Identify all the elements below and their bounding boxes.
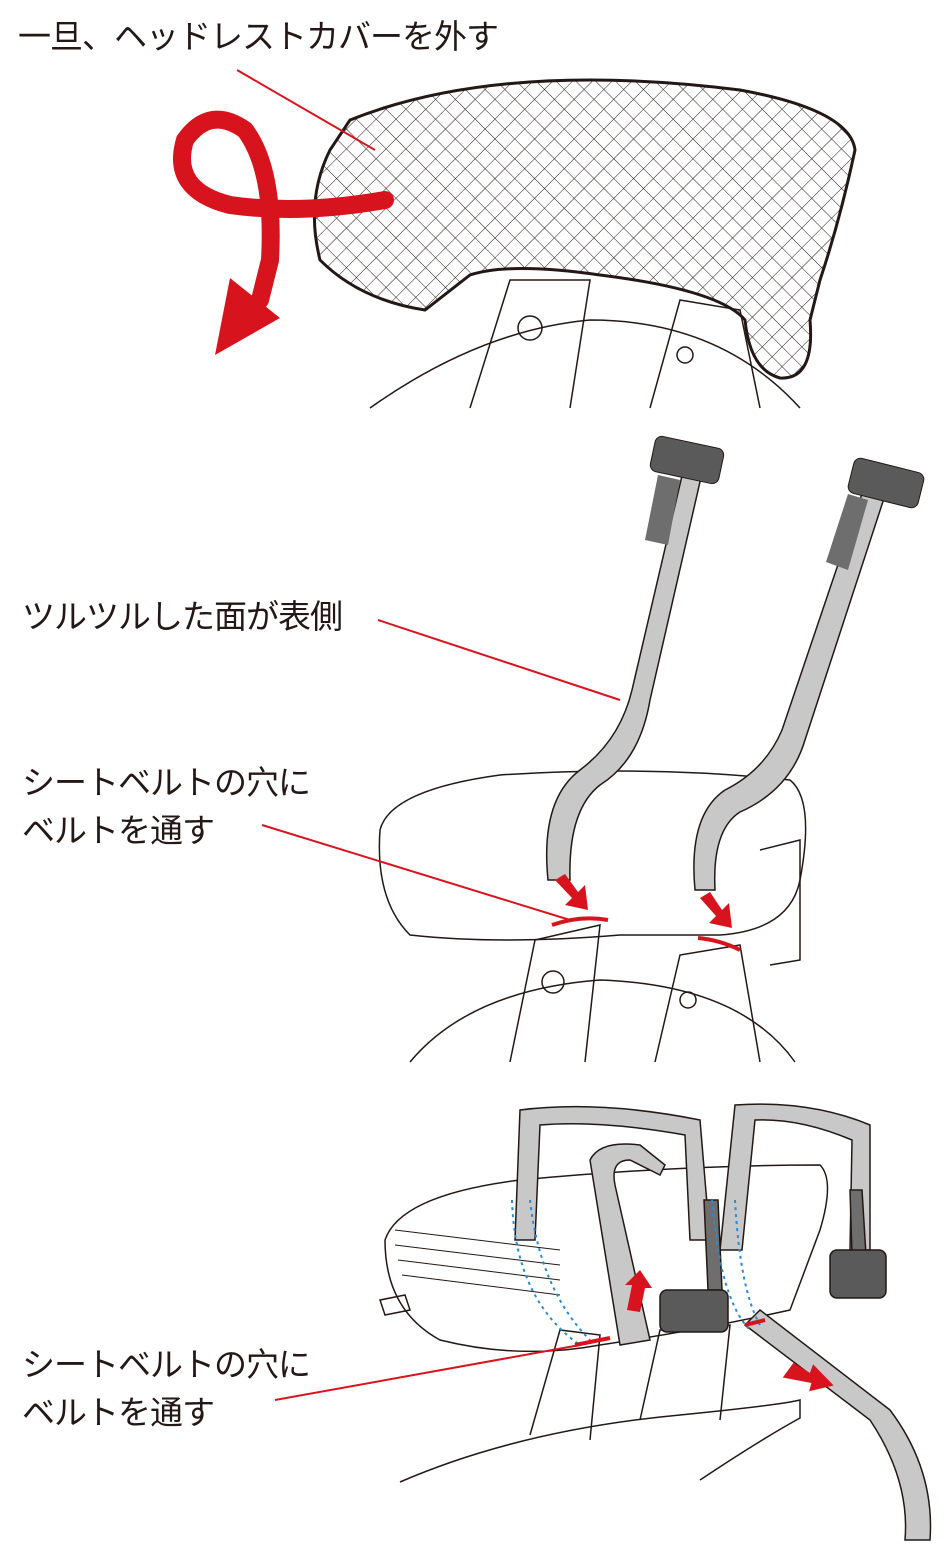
caption-hole-2-line2: ベルトを通す: [22, 811, 215, 850]
leader-line-hole-2: [261, 824, 571, 921]
leader-line-cover: [236, 69, 376, 151]
leader-line-surface: [377, 619, 621, 701]
strap-left: [545, 435, 725, 881]
leader-line-hole-3: [274, 1344, 581, 1401]
headrest-cover-mesh: [312, 78, 857, 380]
caption-hole-3-line2: ベルトを通す: [22, 1393, 215, 1432]
caption-hole-2-line1: シートベルトの穴に: [22, 763, 311, 802]
strap-loops: [514, 1103, 932, 1541]
pull-arrows-icon: [574, 1270, 834, 1392]
guide-dotted-lines: [511, 1199, 761, 1346]
step1-seat-illustration: [369, 279, 801, 409]
insert-arrows-icon: [551, 874, 741, 952]
caption-hole-3-line1: シートベルトの穴に: [22, 1345, 311, 1384]
step2-seat-illustration: [378, 770, 807, 1063]
caption-smooth-surface: ツルツルした面が表側: [22, 597, 343, 636]
remove-arrow-icon: [173, 110, 394, 355]
strap-right: [693, 457, 925, 891]
caption-remove-cover: 一旦、ヘッドレストカバーを外す: [18, 17, 499, 56]
